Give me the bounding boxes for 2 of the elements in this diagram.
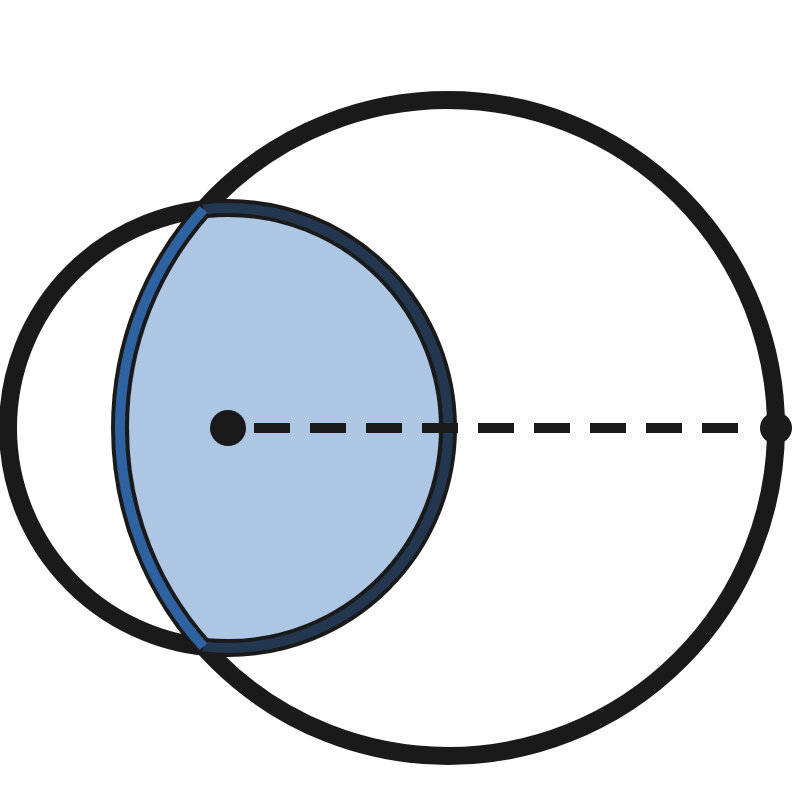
center-dot — [210, 410, 246, 446]
center-dot — [760, 412, 792, 444]
